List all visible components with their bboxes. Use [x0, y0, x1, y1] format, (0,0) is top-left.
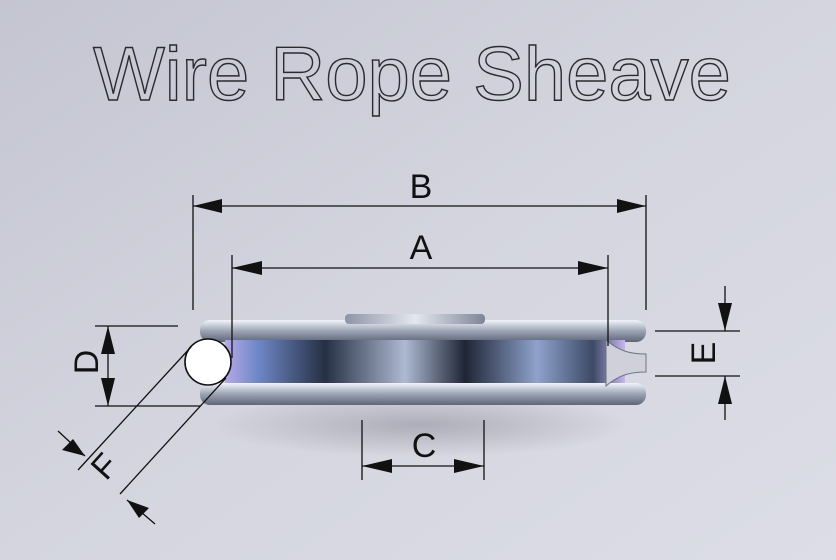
dimension-b-arrow-right: [617, 199, 646, 213]
groove-profile: [605, 338, 647, 388]
dimension-d-arrow-top: [101, 326, 115, 354]
dimension-c-arrow-right: [454, 459, 484, 473]
rope-groove: [225, 340, 625, 386]
sheave-shadow: [210, 393, 630, 457]
dimension-f-extension-upper: [77, 346, 192, 471]
dimension-c-arrow-left: [362, 459, 392, 473]
dimension-labels: B A C D E F: [68, 168, 723, 487]
sheave: [200, 314, 647, 405]
dimension-b-arrow-left: [193, 199, 222, 213]
dimension-f-extension-lower: [119, 377, 227, 495]
dimension-a-arrow-left: [232, 261, 262, 275]
dimension-f-arrow-upper: [62, 439, 85, 456]
top-flange: [200, 320, 646, 342]
label-d: D: [68, 350, 106, 375]
hub: [345, 314, 485, 324]
label-a: A: [410, 229, 433, 267]
page-title: Wire Rope Sheave: [93, 32, 731, 117]
dimension-f-arrow-lower: [127, 500, 149, 518]
dimension-e-arrow-bottom: [718, 376, 732, 404]
dimension-e-arrow-top: [718, 303, 732, 331]
dimension-d-arrow-bottom: [101, 378, 115, 406]
label-c: C: [412, 427, 437, 465]
bottom-flange: [200, 383, 646, 405]
dimension-arrows: [62, 199, 732, 518]
label-e: E: [685, 342, 723, 365]
rope-section: [184, 338, 232, 386]
label-b: B: [410, 168, 433, 206]
dimension-a-arrow-right: [578, 261, 608, 275]
